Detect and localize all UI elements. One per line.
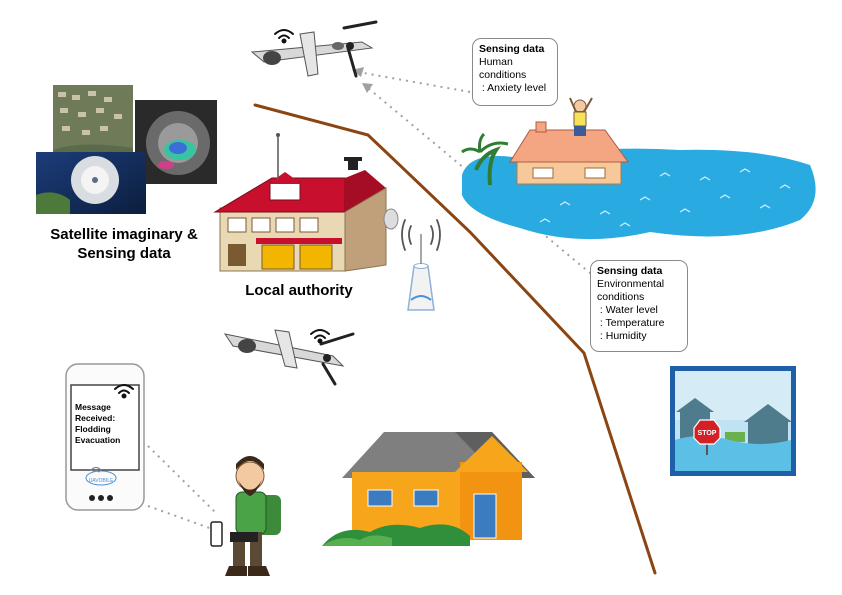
drone-to-human-link: [357, 71, 471, 93]
phone-wifi-icon: [114, 384, 134, 399]
phone-message-line-1: Message: [75, 402, 111, 412]
arrow-head-env: [362, 83, 373, 93]
callout-environmental-conditions: Sensing data Environmental conditions : …: [590, 260, 688, 352]
wifi-icon: [274, 29, 294, 44]
flood-boundary-line: [253, 103, 657, 575]
local-authority-label: Local authority: [245, 282, 353, 299]
satellite-imagery: [36, 85, 217, 214]
handheld-phone: [210, 521, 223, 547]
phone-message-line-2: Received:: [75, 413, 116, 423]
callout-env-title: Sensing data: [597, 265, 663, 277]
callout-env-line-5: : Humidity: [597, 330, 647, 342]
flood-scene: [461, 97, 816, 240]
hiker-person: [225, 456, 281, 576]
callout-env-line-4: : Temperature: [597, 317, 665, 329]
stop-sign-text: STOP: [698, 430, 717, 437]
local-authority-building: [213, 133, 399, 272]
callout-env-line-1: Environmental: [597, 278, 665, 290]
base-station-wifi-icon: [401, 219, 441, 251]
callout-env-line-2: conditions: [597, 291, 645, 303]
satellite-label-2: Sensing data: [77, 245, 171, 262]
callout-human-line-2: conditions: [479, 69, 527, 81]
callout-human-title: Sensing data: [479, 43, 545, 55]
phone-logo-wifi-icon: [90, 466, 102, 473]
flood-warning-image: [670, 366, 796, 476]
drone-top: [250, 20, 378, 78]
drone-middle: [223, 329, 355, 386]
base-station: [407, 234, 435, 311]
callout-human-line-1: Human: [479, 56, 513, 68]
callout-human-conditions: Sensing data Human conditions : Anxiety …: [472, 38, 558, 106]
callout-human-line-3: : Anxiety level: [479, 82, 547, 94]
satellite-label-1: Satellite imaginary &: [50, 226, 198, 243]
wifi-icon-middle: [310, 329, 330, 344]
callout-env-line-3: : Water level: [597, 304, 658, 316]
phone-to-person-link: [147, 445, 216, 531]
phone-message: Message Received: Flodding Evacuation: [75, 402, 120, 446]
phone-message-line-4: Evacuation: [75, 435, 121, 445]
house: [322, 432, 535, 546]
person-on-roof: [569, 97, 593, 136]
phone-logo-text: UAVOBILE: [89, 478, 114, 484]
phone-message-line-3: Flodding: [75, 424, 111, 434]
smartphone: [65, 363, 145, 511]
